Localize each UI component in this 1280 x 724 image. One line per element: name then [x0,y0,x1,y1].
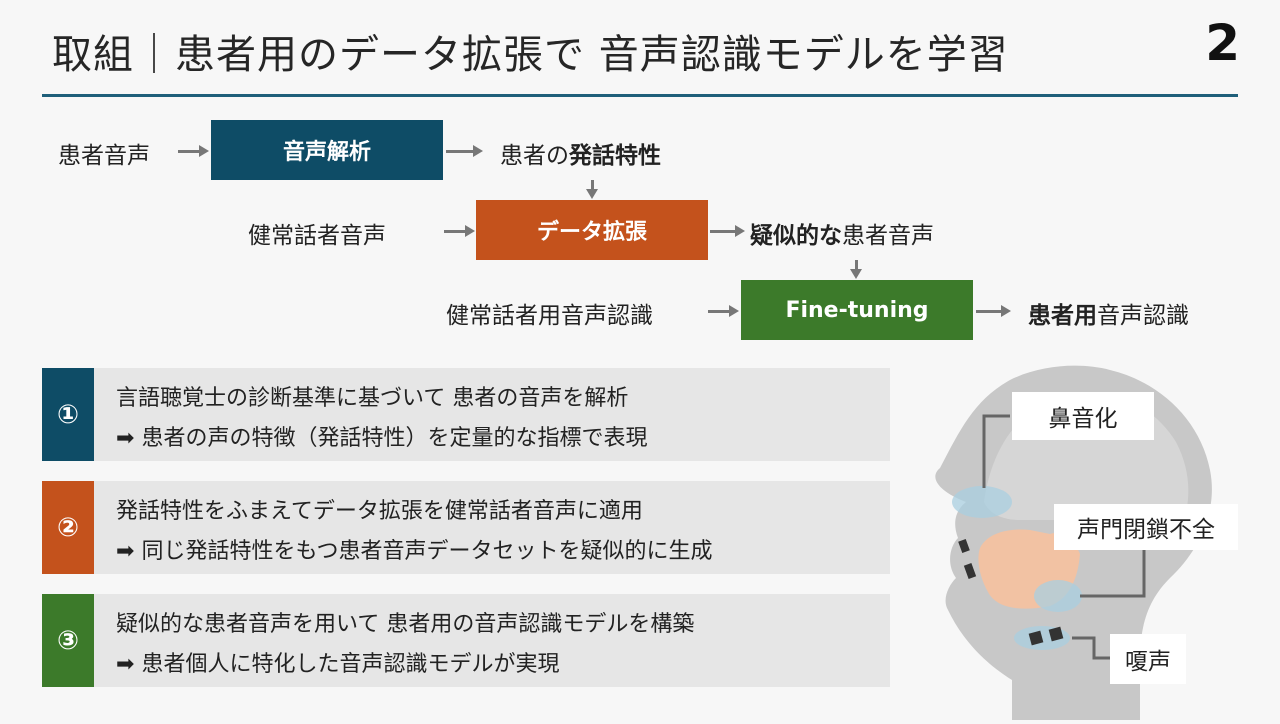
flow-arrow [178,145,209,157]
step-body: 疑似的な患者音声を用いて 患者用の音声認識モデルを構築 ➡ 患者個人に特化した音… [94,594,890,687]
step-line-2: ➡ 同じ発話特性をもつ患者音声データセットを疑似的に生成 [116,533,713,565]
step-line-2: ➡ 患者の声の特徴（発話特性）を定量的な指標で表現 [116,420,647,452]
output-text: 音声認識 [1097,303,1189,329]
step-number: ① [42,368,94,461]
flow-arrow [976,305,1011,317]
output-text: 患者音声 [842,223,934,249]
flow-row2-output: 疑似的な患者音声 [750,216,934,250]
flow-arrow [708,305,739,317]
step-line-2-text: 患者個人に特化した音声認識モデルが実現 [141,652,560,677]
flow-row2-input: 健常話者音声 [248,223,386,249]
step-3: ③ 疑似的な患者音声を用いて 患者用の音声認識モデルを構築 ➡ 患者個人に特化し… [42,594,890,687]
page-number: 2 [1205,14,1240,72]
arrow-right-icon: ➡ [116,539,142,564]
process-box-augmentation: データ拡張 [476,200,708,260]
flow-row3-output: 患者用音声認識 [1028,296,1189,330]
vocal-tract-illustration: 鼻音化 声門閉鎖不全 嗄声 [900,360,1270,720]
step-body: 言語聴覚士の診断基準に基づいて 患者の音声を解析 ➡ 患者の声の特徴（発話特性）… [94,368,890,461]
step-body: 発話特性をふまえてデータ拡張を健常話者音声に適用 ➡ 同じ発話特性をもつ患者音声… [94,481,890,574]
flow-arrow-down [586,180,598,199]
flow-row1-input: 患者音声 [58,143,150,169]
flow-arrow [446,145,483,157]
step-line-2: ➡ 患者個人に特化した音声認識モデルが実現 [116,646,559,678]
output-text: 患者の [500,143,569,169]
step-number: ③ [42,594,94,687]
step-line-1: 疑似的な患者音声を用いて 患者用の音声認識モデルを構築 [116,612,695,637]
process-box-finetuning: Fine-tuning [741,280,973,340]
step-number: ② [42,481,94,574]
label-hoarseness: 嗄声 [1110,634,1186,684]
flow-arrow [444,225,475,237]
process-box-label: 音声解析 [282,140,371,165]
output-bold-text: 患者用 [1028,303,1097,329]
step-2: ② 発話特性をふまえてデータ拡張を健常話者音声に適用 ➡ 同じ発話特性をもつ患者… [42,481,890,574]
title-divider [42,94,1238,97]
arrow-right-icon: ➡ [116,426,142,451]
step-line-1: 発話特性をふまえてデータ拡張を健常話者音声に適用 [116,499,643,524]
flow-arrow-down [850,260,862,279]
process-box-label: データ拡張 [536,220,647,245]
label-nasalization: 鼻音化 [1012,392,1154,440]
step-line-2-text: 患者の声の特徴（発話特性）を定量的な指標で表現 [141,426,648,451]
flow-row3-input: 健常話者用音声認識 [446,303,653,329]
step-line-2-text: 同じ発話特性をもつ患者音声データセットを疑似的に生成 [141,539,713,564]
process-box-label: Fine-tuning [785,297,929,323]
flow-arrow [710,225,745,237]
page-title: 取組｜患者用のデータ拡張で 音声認識モデルを学習 [52,32,1009,78]
label-glottal-insufficiency: 声門閉鎖不全 [1054,504,1238,550]
step-1: ① 言語聴覚士の診断基準に基づいて 患者の音声を解析 ➡ 患者の声の特徴（発話特… [42,368,890,461]
output-bold-text: 発話特性 [569,143,661,169]
arrow-right-icon: ➡ [116,652,142,677]
process-box-analysis: 音声解析 [211,120,443,180]
step-line-1: 言語聴覚士の診断基準に基づいて 患者の音声を解析 [116,386,629,411]
flow-row1-output: 患者の発話特性 [500,136,661,170]
output-bold-text: 疑似的な [750,223,842,249]
